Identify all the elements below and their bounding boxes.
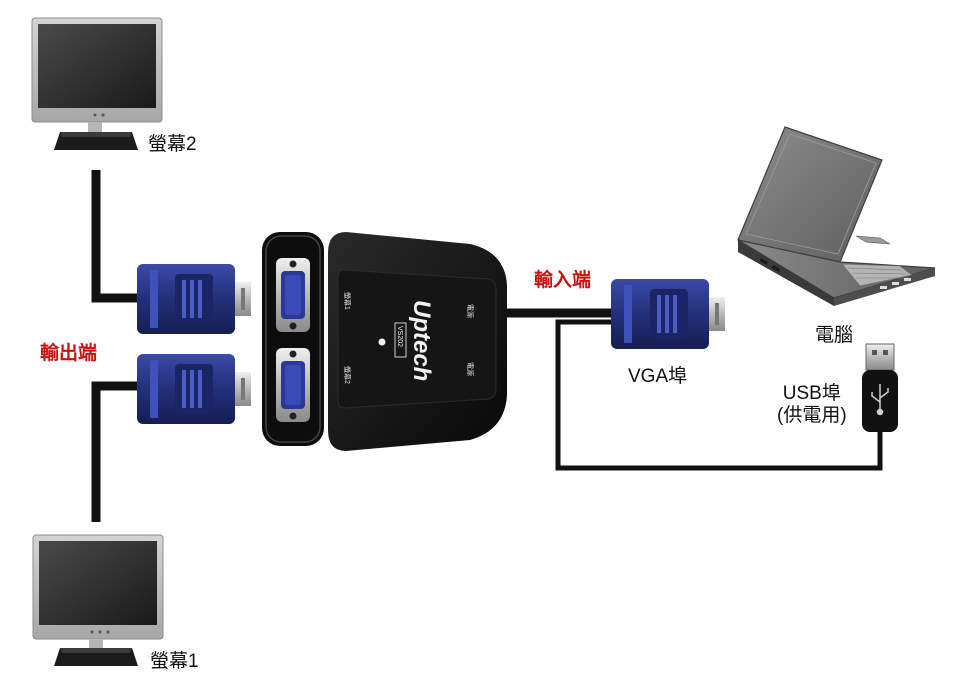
power-led-icon xyxy=(378,338,386,346)
monitor-2-icon xyxy=(31,17,163,150)
splitter-port-panel xyxy=(262,232,324,446)
output-vga-connector-top-icon xyxy=(137,264,251,334)
monitor-1-icon xyxy=(32,534,164,666)
output-vga-connector-bottom-icon xyxy=(137,354,251,424)
usb-symbol-icon xyxy=(871,384,889,416)
computer-label: 電腦 xyxy=(815,325,854,346)
splitter-device-icon xyxy=(328,232,507,451)
monitor-2-cable xyxy=(91,170,140,303)
input-vga-connector-icon xyxy=(611,279,725,349)
splitter-model-text: VS202 xyxy=(396,326,403,347)
splitter-status-label-1: 電源 xyxy=(466,304,475,318)
monitor-1-label: 螢幕1 xyxy=(150,651,199,672)
usb-port-label-line2: (供電用) xyxy=(777,404,847,426)
splitter-status-label-2: 電源 xyxy=(466,362,475,376)
vga-port-2-icon xyxy=(276,348,310,422)
laptop-icon xyxy=(737,126,936,306)
output-side-label: 輸出端 xyxy=(40,343,98,364)
splitter-port-label-1: 螢幕1 xyxy=(343,292,352,310)
model-tag xyxy=(394,322,407,358)
splitter-port-label-2: 螢幕2 xyxy=(343,366,352,384)
splitter-brand-text: Uptech xyxy=(408,300,435,381)
monitor-2-label: 螢幕2 xyxy=(148,134,197,155)
vga-port-label: VGA埠 xyxy=(628,366,688,387)
input-side-label: 輸入端 xyxy=(534,270,592,291)
cables xyxy=(91,170,883,522)
usb-port-label-line1: USB埠 xyxy=(782,383,841,404)
vga-port-1-icon xyxy=(276,258,310,332)
usb-plug-icon xyxy=(862,343,898,432)
usb-port-label: USB埠 (供電用) xyxy=(777,383,847,427)
monitor-1-cable xyxy=(91,381,140,522)
usb-power-cable xyxy=(555,319,883,471)
